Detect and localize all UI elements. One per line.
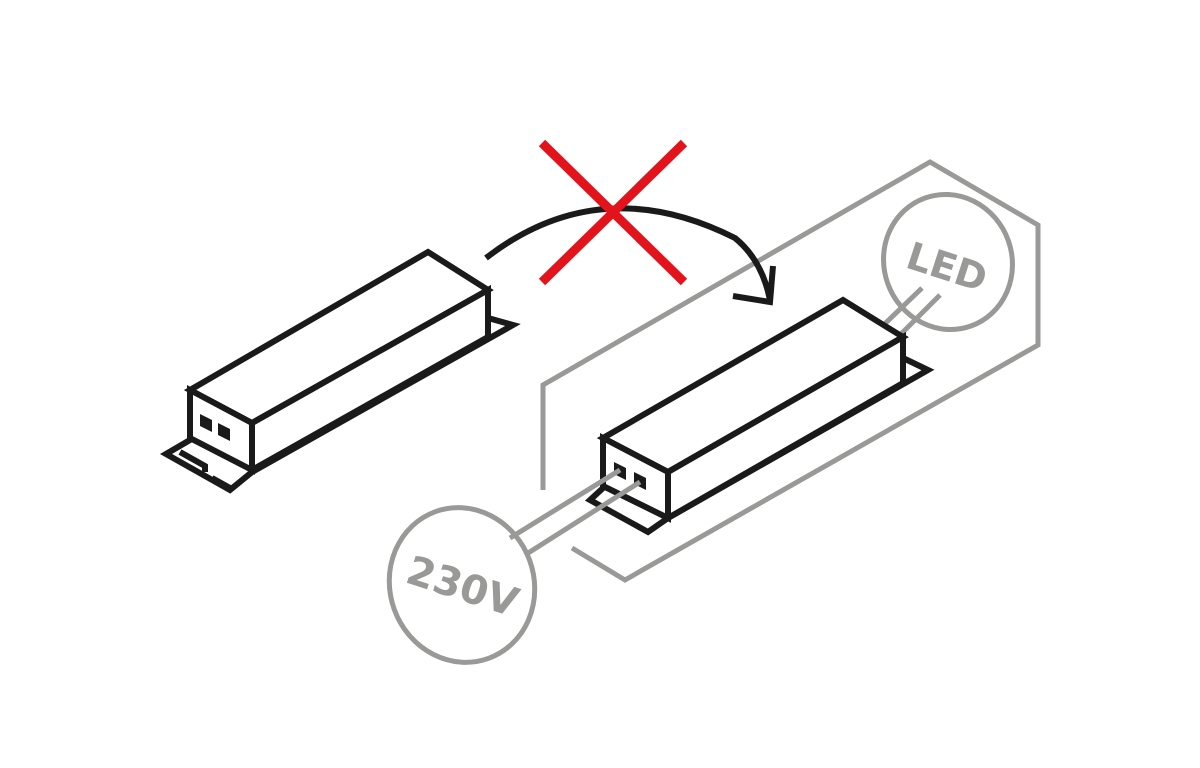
plate-slot <box>178 449 232 491</box>
prohibited-cross-icon <box>538 139 688 286</box>
new-driver <box>584 296 935 536</box>
old-driver <box>159 248 521 494</box>
mains-wire <box>508 467 622 541</box>
arrowhead-icon <box>732 265 776 306</box>
mains-wire <box>523 479 642 558</box>
terminal <box>200 414 212 432</box>
mains-input-badge: 230V <box>386 505 538 665</box>
led-label: LED <box>901 234 992 301</box>
move-arrow <box>484 205 773 301</box>
voltage-label: 230V <box>401 547 524 626</box>
fixture-outline <box>540 159 1041 583</box>
terminal <box>218 423 230 441</box>
